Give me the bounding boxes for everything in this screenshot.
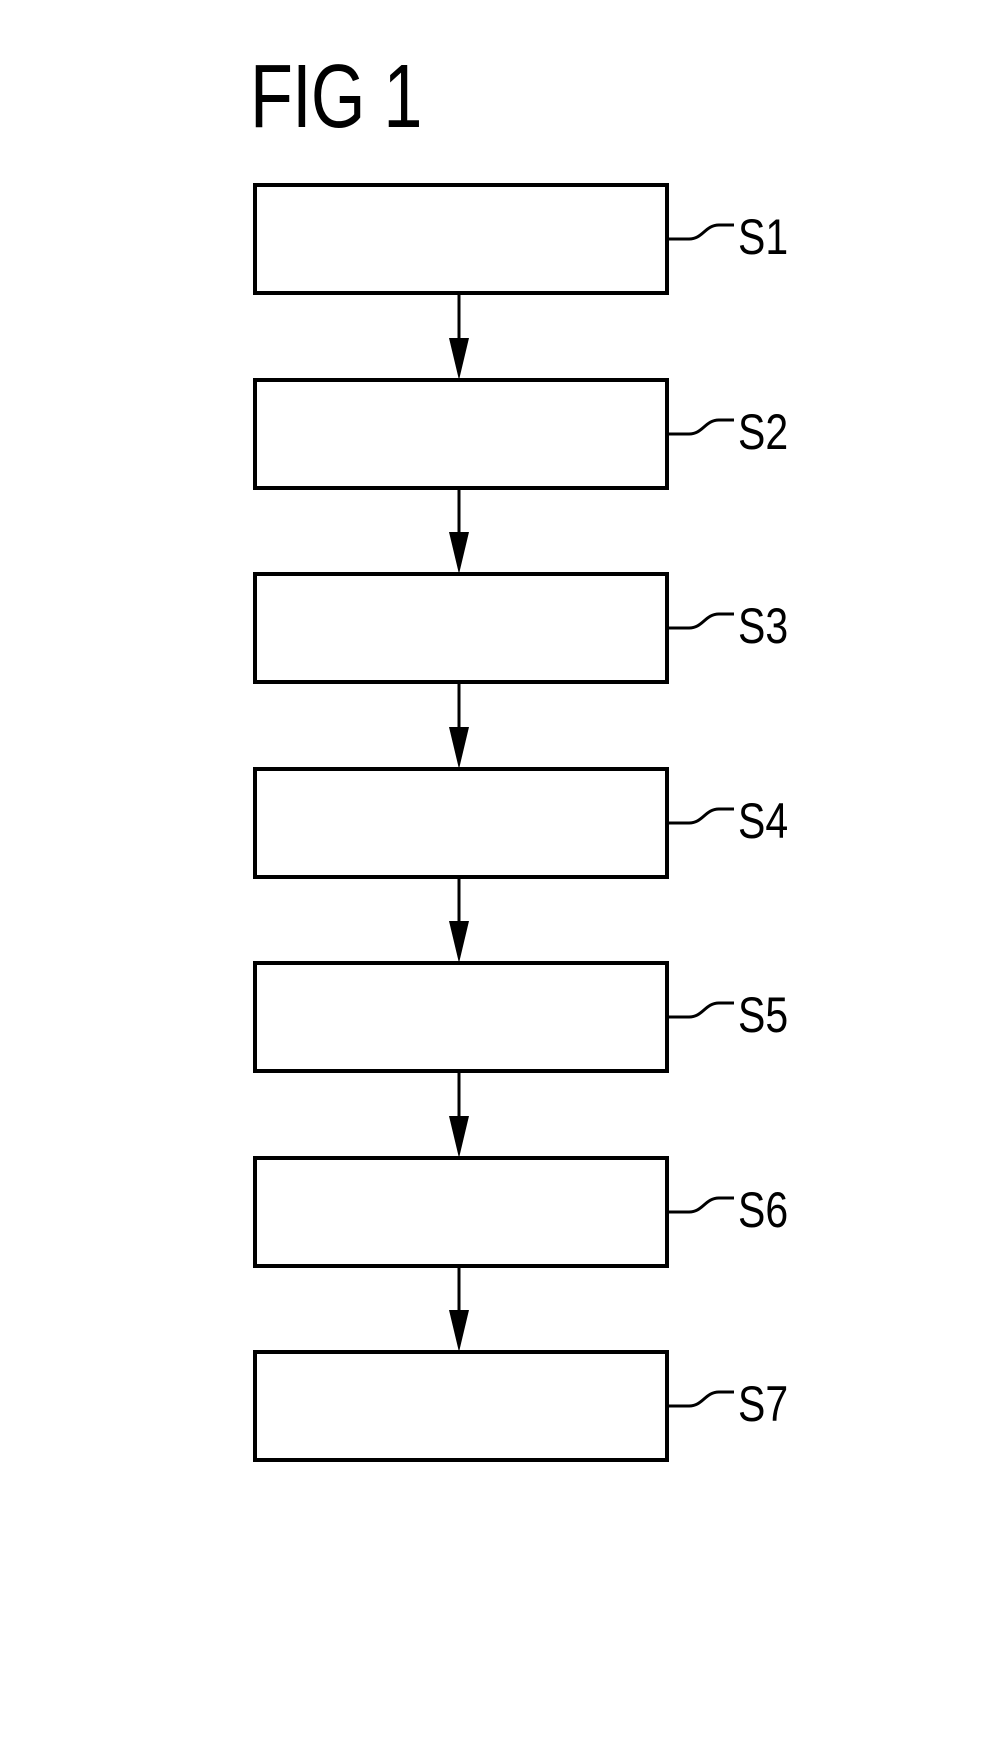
step-box-s6	[253, 1156, 669, 1268]
step-box-s3	[253, 572, 669, 684]
step-label-s3: S3	[738, 598, 788, 654]
step-label-s5: S5	[738, 987, 788, 1043]
arrow-head-s1-s2	[449, 338, 469, 380]
leader-line-s6	[667, 1196, 734, 1214]
step-label-s6: S6	[738, 1182, 788, 1238]
step-label-s1: S1	[738, 209, 788, 265]
arrow-head-s5-s6	[449, 1116, 469, 1158]
step-box-s2	[253, 378, 669, 490]
step-label-s7: S7	[738, 1376, 788, 1432]
leader-line-s4	[667, 807, 734, 825]
arrow-head-s2-s3	[449, 532, 469, 574]
leader-line-s7	[667, 1390, 734, 1408]
step-label-s2: S2	[738, 404, 788, 460]
step-box-s5	[253, 961, 669, 1073]
step-box-s7	[253, 1350, 669, 1462]
arrow-head-s3-s4	[449, 727, 469, 769]
leader-line-s3	[667, 612, 734, 630]
leader-line-s1	[667, 223, 734, 241]
leader-line-s2	[667, 418, 734, 436]
leader-line-s5	[667, 1001, 734, 1019]
step-box-s1	[253, 183, 669, 295]
figure-title: FIG 1	[250, 47, 422, 147]
arrow-head-s6-s7	[449, 1310, 469, 1352]
step-label-s4: S4	[738, 793, 788, 849]
arrow-head-s4-s5	[449, 921, 469, 963]
step-box-s4	[253, 767, 669, 879]
